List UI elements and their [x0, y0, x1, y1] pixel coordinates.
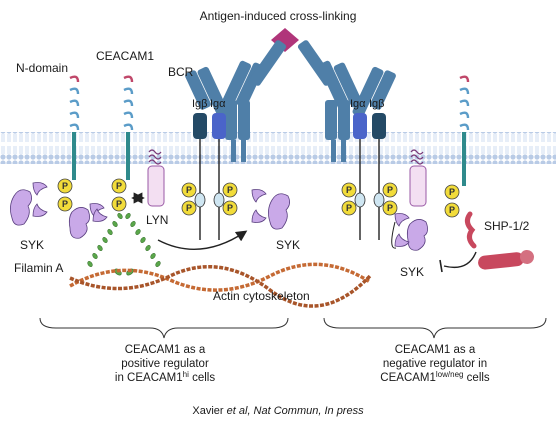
itam-left-1: [194, 192, 206, 208]
svg-text:P: P: [186, 185, 192, 195]
lyn-label: LYN: [146, 213, 168, 227]
shp-label: SHP-1/2: [484, 219, 530, 233]
itam-right-2: [373, 192, 385, 208]
lyn-to-syk-arrow: [157, 230, 248, 250]
caption-right-line3: CEACAM1low/neg cells: [380, 370, 490, 384]
actin-label: Actin cytoskeleton: [213, 289, 310, 303]
caption-right-line1: CEACAM1 as a: [395, 344, 476, 356]
antigen-crosslinking-label: Antigen-induced cross-linking: [200, 9, 357, 23]
lyn-kinase-left: [147, 149, 165, 207]
brace-right: [323, 317, 547, 339]
citation: Xavier et al, Nat Commun, In press: [192, 405, 364, 417]
ig-beta-right-label: Igβ: [369, 98, 385, 110]
caption-left-line1: CEACAM1 as a: [125, 344, 206, 356]
n-domain-label: N-domain: [16, 61, 68, 75]
shp-phosphatase: [464, 211, 534, 270]
svg-text:P: P: [227, 203, 233, 213]
inhibition-bar: [439, 259, 443, 273]
brace-left: [39, 317, 289, 339]
actin-cytoskeleton: [69, 262, 372, 308]
svg-text:P: P: [449, 187, 455, 197]
itam-left-2: [213, 192, 225, 208]
filamin-label: Filamin A: [14, 261, 63, 275]
ig-heterodimer-left: [193, 113, 226, 240]
ig-alpha-right-label: Igα: [350, 98, 366, 110]
bcr-receptor: [185, 40, 396, 162]
syk-kinase-bcr: [251, 189, 290, 230]
syk-left-label: SYK: [20, 238, 44, 252]
caption-left-line2: positive regulator: [121, 358, 209, 370]
syk-kinase-left: [10, 182, 48, 226]
caption-left-line3: in CEACAM1hi cells: [115, 370, 215, 384]
svg-text:P: P: [116, 199, 122, 209]
itam-right-1: [354, 192, 366, 208]
syk-mid-label: SYK: [276, 238, 300, 252]
ceacam1-receptor-2: [123, 75, 134, 180]
syk-kinase-right: [394, 213, 428, 251]
ceacam1-receptor-3: [459, 75, 470, 186]
ig-alpha-left-label: Igα: [210, 98, 226, 110]
shp-inhibition-line: [443, 251, 477, 269]
bcr-label: BCR: [168, 65, 194, 79]
svg-text:P: P: [387, 203, 393, 213]
caption-right-line2: negative regulator in: [383, 358, 487, 370]
lyn-kinase-right: [409, 149, 427, 207]
phospho-labels: P P P P P P P P P P P P P P: [62, 181, 455, 215]
syk-connector-right: [391, 221, 397, 249]
syk-kinase-ceacam: [68, 203, 108, 239]
svg-text:P: P: [186, 203, 192, 213]
svg-text:P: P: [449, 205, 455, 215]
svg-text:P: P: [346, 203, 352, 213]
svg-text:P: P: [227, 185, 233, 195]
svg-text:P: P: [116, 181, 122, 191]
syk-right-label: SYK: [400, 265, 424, 279]
svg-text:P: P: [387, 185, 393, 195]
cell-membrane: [0, 132, 556, 164]
svg-text:P: P: [62, 181, 68, 191]
ceacam1-label: CEACAM1: [96, 49, 154, 63]
ig-beta-left-label: Igβ: [192, 98, 208, 110]
ceacam1-receptor-1: [69, 75, 80, 180]
svg-text:P: P: [62, 199, 68, 209]
phospho-group: [57, 178, 460, 218]
ig-heterodimer-right: [353, 113, 386, 240]
svg-text:P: P: [346, 185, 352, 195]
